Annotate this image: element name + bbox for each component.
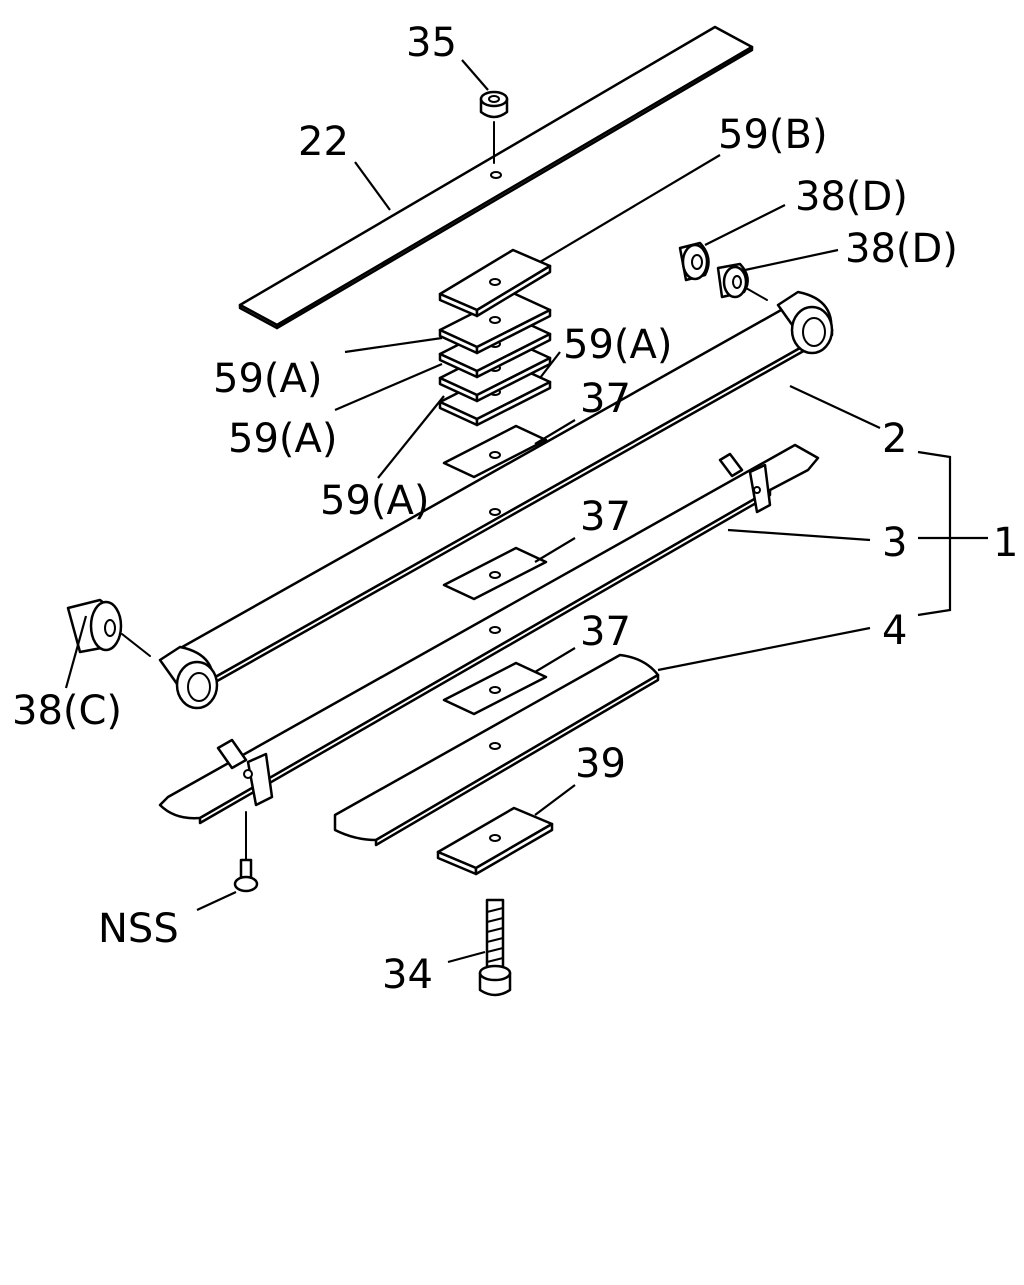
callout-38d-2: 38(D) (845, 226, 958, 272)
nss-screw (233, 811, 259, 893)
part-3-second-leaf (158, 443, 820, 825)
part-59-shim-stack (438, 248, 552, 427)
callout-nss: NSS (98, 906, 179, 952)
part-39-bottom-plate (436, 806, 554, 876)
callout-34: 34 (382, 952, 433, 998)
callout-22: 22 (298, 119, 349, 165)
part-34-bolt (478, 898, 512, 997)
callout-4: 4 (882, 608, 907, 654)
callout-1: 1 (993, 520, 1018, 566)
callout-59a-2: 59(A) (563, 322, 672, 368)
callout-labels: 35 22 59(B) 38(D) 38(D) 59(A) 59(A) 59(A… (12, 20, 1018, 998)
leader-lines (64, 59, 881, 964)
callout-38d-1: 38(D) (795, 174, 908, 220)
callout-37-lower: 37 (580, 609, 631, 655)
part-37-pad-lower (442, 661, 548, 716)
part-38d-bushing-2 (716, 262, 768, 301)
part-4-bottom-leaf (333, 653, 660, 847)
callout-59a-3: 59(A) (228, 416, 337, 462)
callout-39: 39 (575, 741, 626, 787)
callout-59b: 59(B) (718, 112, 828, 158)
callout-59a-4: 59(A) (320, 478, 429, 524)
callout-38c: 38(C) (12, 688, 122, 734)
rear-clip (718, 452, 772, 514)
group-bracket (917, 450, 988, 617)
callout-3: 3 (882, 520, 907, 566)
part-2-main-leaf (158, 290, 834, 710)
part-22-top-plate (238, 25, 754, 330)
part-35-nut (479, 90, 509, 164)
part-38d-bushing-1 (678, 241, 710, 282)
callout-37-middle: 37 (580, 494, 631, 540)
front-clip (216, 738, 274, 807)
part-37-pad-upper (442, 424, 548, 479)
callout-59a-1: 59(A) (213, 356, 322, 402)
shim-59b (438, 248, 552, 318)
part-37-pad-middle (442, 546, 548, 601)
part-38c-bushing (66, 598, 151, 657)
callout-37-upper: 37 (580, 376, 631, 422)
callout-2: 2 (882, 416, 907, 462)
callout-35: 35 (406, 20, 457, 66)
